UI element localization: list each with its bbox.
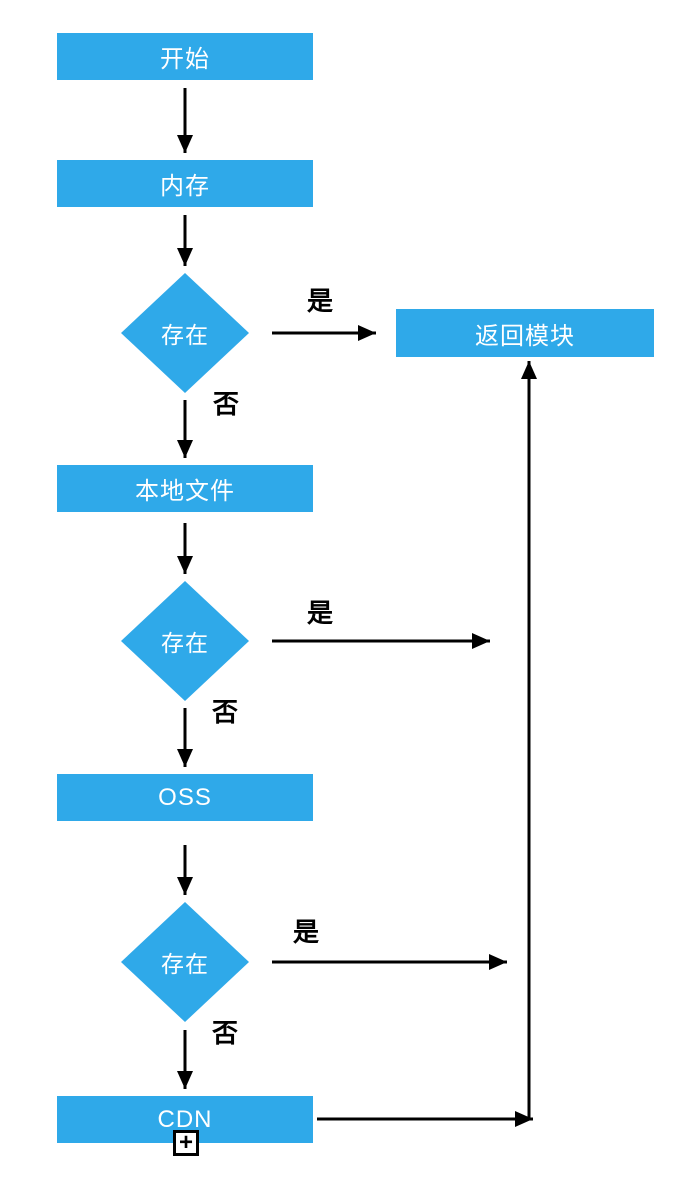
process-node-start-label: 开始 [160,46,210,73]
edge-label-no-memory: 否 [212,389,240,419]
process-node-return-module-label: 返回模块 [475,322,575,350]
process-node-return-module: 返回模块 [396,309,654,357]
diamond-shape [121,273,249,393]
edge-label-no-oss: 否 [211,1018,239,1048]
process-node-memory: 内存 [57,160,313,207]
process-node-oss: OSS [57,774,313,821]
edge-label-no-local: 否 [211,697,239,727]
decision-node-exists-memory-label: 存在 [161,322,209,348]
plus-cursor-glyph: + [178,1129,193,1156]
decision-node-exists-local-label: 存在 [161,630,209,656]
decision-node-exists-memory: 存在 [121,273,249,393]
edge-label-yes-local: 是 [306,598,334,628]
plus-cursor-icon: + [173,1130,199,1156]
process-node-memory-label: 内存 [160,173,210,200]
process-node-local-file: 本地文件 [57,465,313,512]
decision-node-exists-local: 存在 [121,581,249,701]
decision-node-exists-oss: 存在 [121,902,249,1022]
process-node-start: 开始 [57,33,313,80]
process-node-cdn-label: CDN [157,1105,213,1133]
process-node-oss-label: OSS [158,783,212,811]
diamond-shape [121,581,249,701]
decision-node-exists-oss-label: 存在 [161,951,209,977]
edge-label-yes-memory: 是 [306,286,334,316]
diamond-shape [121,902,249,1022]
edge-label-yes-oss: 是 [292,917,320,947]
process-node-local-file-label: 本地文件 [135,478,235,505]
